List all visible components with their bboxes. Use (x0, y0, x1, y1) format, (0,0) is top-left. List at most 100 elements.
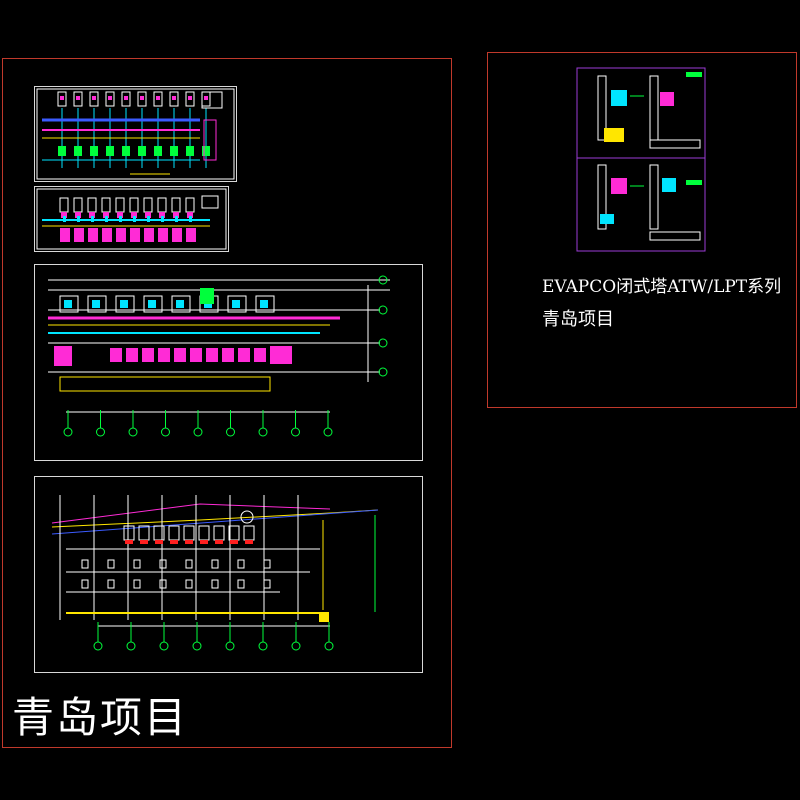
mini-label (686, 180, 702, 185)
unit-mark (140, 96, 144, 100)
mini-unit (611, 178, 627, 194)
grid-bubble (323, 427, 333, 437)
tower-fill (260, 300, 268, 308)
tower-outline (243, 525, 255, 541)
left-sheet-frame (2, 58, 452, 748)
main-title: 青岛项目 (12, 693, 189, 742)
grid-bubble (193, 427, 203, 437)
tower-fill (176, 300, 184, 308)
mini-unit (660, 92, 674, 106)
grid-bubble (291, 427, 300, 437)
mini-column (597, 164, 607, 230)
axis-bubble (378, 338, 388, 348)
tower-fill (155, 540, 163, 544)
pump-block (88, 228, 98, 242)
unit-mark (103, 212, 109, 218)
grid-bubble (159, 641, 169, 651)
tower-outline (115, 295, 135, 313)
window-mark (185, 559, 193, 569)
mini-unit (604, 128, 624, 142)
window-mark (263, 559, 271, 569)
window-mark (185, 579, 193, 589)
unit-mark (76, 96, 80, 100)
equipment-box (200, 288, 214, 304)
equipment-box (201, 91, 223, 109)
pump-block (60, 228, 70, 242)
unit-outline (137, 91, 147, 107)
unit-mark (92, 96, 96, 100)
pump-block (158, 348, 170, 362)
tower-outline (213, 525, 225, 541)
pump-block (122, 146, 130, 156)
grid-bubble (225, 641, 235, 651)
pump-block (174, 348, 186, 362)
unit-outline (87, 197, 97, 213)
mini-title-block (649, 231, 701, 241)
tower-outline (143, 295, 163, 313)
tower-fill (92, 300, 100, 308)
window-mark (133, 559, 141, 569)
window-mark (159, 559, 167, 569)
mini-sheet-frame (576, 67, 706, 252)
window-mark (237, 579, 245, 589)
unit-mark (117, 212, 123, 218)
unit-mark (204, 96, 208, 100)
pump-block (102, 228, 112, 242)
tower-fill (120, 300, 128, 308)
unit-mark (89, 212, 95, 218)
tower-outline (183, 525, 195, 541)
pump-block (138, 146, 146, 156)
unit-outline (185, 197, 195, 213)
equipment-box (203, 119, 217, 161)
equipment-box (54, 346, 72, 366)
unit-mark (172, 96, 176, 100)
window-mark (107, 559, 115, 569)
tower-outline (168, 525, 180, 541)
detail-circle (240, 510, 254, 524)
grid-bubble (192, 641, 202, 651)
unit-mark (108, 96, 112, 100)
window-mark (211, 579, 219, 589)
window-mark (107, 579, 115, 589)
unit-outline (101, 197, 111, 213)
unit-outline (169, 91, 179, 107)
mini-unit (662, 178, 676, 192)
pump-block (130, 228, 140, 242)
grid-bubble (128, 427, 138, 437)
tower-outline (138, 525, 150, 541)
unit-outline (143, 197, 153, 213)
tower-fill (245, 540, 253, 544)
pump-block (186, 228, 196, 242)
unit-mark (145, 212, 151, 218)
pump-block (142, 348, 154, 362)
unit-outline (59, 197, 69, 213)
tower-fill (125, 540, 133, 544)
tower-outline (255, 295, 275, 313)
unit-mark (159, 212, 165, 218)
tower-fill (230, 540, 238, 544)
drawing-panel-4 (34, 476, 423, 673)
drawing-panel-2 (34, 186, 229, 252)
tower-outline (87, 295, 107, 313)
unit-mark (187, 212, 193, 218)
unit-outline (105, 91, 115, 107)
series-caption: EVAPCO闭式塔ATW/LPT系列 (542, 277, 782, 297)
pump-block (254, 348, 266, 362)
pump-block (110, 348, 122, 362)
unit-outline (57, 91, 67, 107)
panel2-inner-frame (36, 188, 227, 250)
grid-bubble (93, 641, 103, 651)
pump-block (238, 348, 250, 362)
pump-block (126, 348, 138, 362)
foundation-outline (59, 376, 271, 392)
tower-fill (215, 540, 223, 544)
unit-mark (124, 96, 128, 100)
mini-unit (600, 214, 614, 224)
unit-mark (75, 212, 81, 218)
equipment-box (270, 346, 292, 364)
right-sheet-frame (487, 52, 797, 408)
pump-block (74, 228, 84, 242)
pump-block (144, 228, 154, 242)
unit-mark (60, 96, 64, 100)
